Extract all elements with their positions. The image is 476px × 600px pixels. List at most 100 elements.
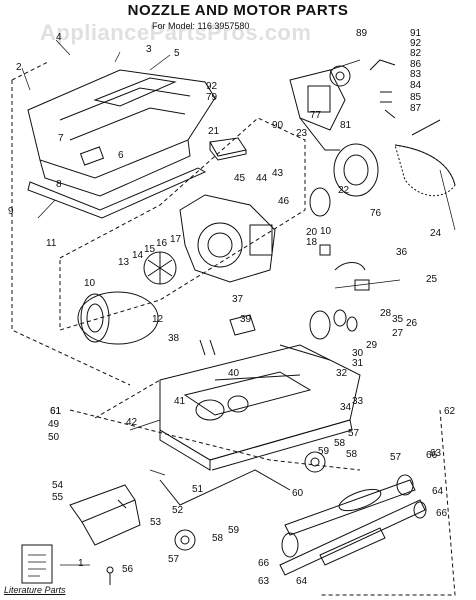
- part-number-24: 24: [430, 228, 442, 239]
- part-number-25: 25: [426, 274, 438, 285]
- part-number-14: 14: [132, 250, 144, 261]
- part-number-61: 61: [50, 406, 62, 417]
- part-number-22: 22: [338, 185, 350, 196]
- part-number-44: 44: [256, 173, 268, 184]
- part-number-32: 32: [336, 368, 348, 379]
- diagram-title: NOZZLE AND MOTOR PARTS: [127, 2, 349, 19]
- literature-parts-label: Literature Parts: [4, 585, 66, 595]
- part-number-91: 91: [410, 28, 422, 39]
- part-number-26: 26: [406, 318, 418, 329]
- part-number-53: 53: [150, 517, 162, 528]
- part-number-55: 55: [52, 492, 64, 503]
- part-number-52: 52: [172, 505, 184, 516]
- part-number-9: 9: [8, 206, 14, 217]
- part-number-2: 2: [16, 62, 22, 73]
- axle-rod: [214, 374, 301, 381]
- part-number-10: 10: [84, 278, 96, 289]
- agitator: [279, 499, 426, 576]
- part-number-21: 21: [208, 126, 220, 137]
- part-number-15: 15: [144, 244, 156, 255]
- part-number-1: 1: [78, 558, 84, 569]
- part-number-4: 4: [56, 32, 62, 43]
- part-number-40: 40: [228, 368, 240, 379]
- part-number-57: 57: [390, 452, 402, 463]
- fan-housing: [77, 291, 159, 345]
- part-number-42: 42: [126, 417, 138, 428]
- part-number-11: 11: [46, 238, 57, 249]
- part-number-18: 18: [306, 237, 318, 248]
- part-number-29: 29: [366, 340, 378, 351]
- brush-roll: [284, 479, 416, 536]
- part-number-56: 56: [122, 564, 134, 575]
- part-number-66: 66: [426, 450, 438, 461]
- part-number-77: 77: [310, 110, 322, 121]
- part-number-28: 28: [380, 308, 392, 319]
- part-number-30: 30: [352, 348, 364, 359]
- part-number-43: 43: [272, 168, 284, 179]
- part-number-66: 66: [436, 508, 448, 519]
- part-number-27: 27: [392, 328, 404, 339]
- part-number-86: 86: [410, 59, 422, 70]
- motor-cover: [289, 69, 346, 131]
- part-number-12: 12: [152, 314, 164, 325]
- part-number-63: 63: [258, 576, 270, 587]
- part-number-58: 58: [212, 533, 224, 544]
- part-number-59: 59: [318, 446, 330, 457]
- part-number-84: 84: [410, 80, 422, 91]
- part-number-87: 87: [410, 103, 422, 114]
- part-number-63: 63: [430, 448, 442, 459]
- part-number-31: 31: [352, 358, 364, 369]
- part-number-45: 45: [234, 173, 246, 184]
- part-number-35: 35: [392, 314, 404, 325]
- literature-booklet: [21, 544, 53, 584]
- part-number-62: 62: [444, 406, 456, 417]
- part-number-33: 33: [352, 396, 364, 407]
- part-number-50: 50: [48, 432, 60, 443]
- part-number-13: 13: [118, 257, 130, 268]
- part-number-61: 61: [50, 406, 62, 417]
- part-number-7: 7: [58, 133, 64, 144]
- part-number-64: 64: [296, 576, 308, 587]
- axle-rod: [279, 344, 331, 361]
- part-number-37: 37: [232, 294, 244, 305]
- part-number-57: 57: [348, 428, 360, 439]
- motor-housing: [179, 194, 276, 283]
- part-number-58: 58: [346, 449, 358, 460]
- height-lever: [69, 484, 136, 523]
- part-number-66: 66: [258, 558, 270, 569]
- part-number-36: 36: [396, 247, 408, 258]
- part-number-64: 64: [432, 486, 444, 497]
- part-number-92: 92: [410, 38, 422, 49]
- wheel: [174, 529, 196, 551]
- bumper: [27, 167, 207, 219]
- model-number: For Model: 116.3957580: [152, 21, 250, 31]
- part-number-89: 89: [356, 28, 368, 39]
- part-number-46: 46: [278, 196, 290, 207]
- watermark: AppliancePartsPros.com: [40, 20, 312, 45]
- part-number-58: 58: [334, 438, 346, 449]
- part-number-20: 20: [306, 227, 318, 238]
- part-number-3: 3: [146, 44, 152, 55]
- part-number-92: 92: [206, 81, 218, 92]
- brush-ring: [333, 143, 379, 197]
- wheel: [304, 451, 326, 473]
- filter-pad: [209, 137, 247, 157]
- base-pan: [159, 344, 361, 461]
- part-number-59: 59: [228, 525, 240, 536]
- part-number-34: 34: [340, 402, 352, 413]
- part-number-16: 16: [156, 238, 168, 249]
- part-number-60: 60: [292, 488, 304, 499]
- part-number-82: 82: [410, 48, 422, 59]
- part-number-83: 83: [410, 69, 422, 80]
- part-number-81: 81: [340, 120, 352, 131]
- part-number-54: 54: [52, 480, 64, 491]
- part-number-85: 85: [410, 92, 422, 103]
- nozzle-hood: [27, 69, 216, 179]
- part-number-17: 17: [170, 234, 182, 245]
- part-number-51: 51: [192, 484, 204, 495]
- part-number-5: 5: [174, 48, 180, 59]
- part-number-90: 90: [272, 120, 284, 131]
- part-number-41: 41: [174, 396, 186, 407]
